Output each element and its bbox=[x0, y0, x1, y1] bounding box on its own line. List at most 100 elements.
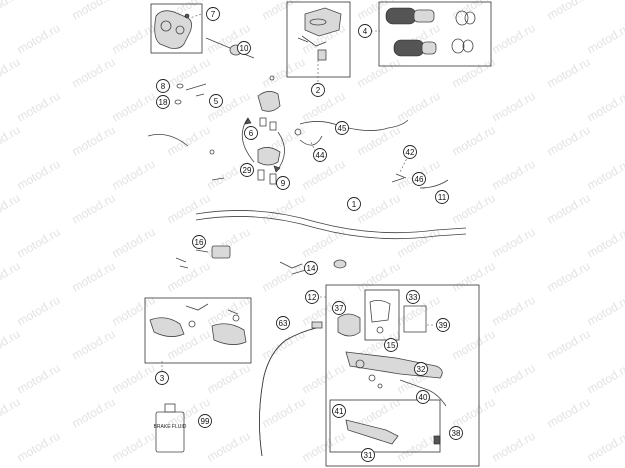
callout-16: 16 bbox=[192, 235, 206, 249]
callout-circle bbox=[416, 390, 430, 404]
watermark-text: motod.ru bbox=[0, 395, 23, 431]
callout-circle bbox=[406, 290, 420, 304]
callout-label: 38 bbox=[452, 429, 461, 438]
watermark-text: motod.ru bbox=[300, 157, 348, 193]
callout-46: 46 bbox=[412, 172, 426, 186]
watermark-text: motod.ru bbox=[0, 191, 23, 227]
watermark-text: motod.ru bbox=[300, 361, 348, 397]
callout-label: 7 bbox=[211, 10, 216, 19]
callout-circle bbox=[358, 24, 372, 38]
watermark-text: motod.ru bbox=[260, 55, 308, 91]
callout-circle bbox=[384, 338, 398, 352]
watermark-text: motod.ru bbox=[0, 55, 23, 91]
caliper-group-box bbox=[150, 3, 203, 54]
callout-8: 8 bbox=[156, 79, 170, 93]
callout-41: 41 bbox=[332, 404, 346, 418]
watermark-text: motod.ru bbox=[205, 429, 253, 465]
callout-circle bbox=[412, 172, 426, 186]
handlebar-grips-part bbox=[385, 7, 476, 57]
watermark-text: motod.ru bbox=[395, 429, 443, 465]
callout-circle bbox=[206, 7, 220, 21]
watermark-text: motod.ru bbox=[545, 327, 593, 363]
callout-circle bbox=[209, 94, 223, 108]
watermark-text: motod.ru bbox=[15, 157, 63, 193]
callout-label: 40 bbox=[419, 393, 428, 402]
callout-label: 42 bbox=[406, 148, 415, 157]
callout-99: 99 bbox=[198, 414, 212, 428]
callout-9: 9 bbox=[276, 176, 290, 190]
watermark-text: motod.ru bbox=[70, 259, 118, 295]
watermark-text: motod.ru bbox=[585, 361, 625, 397]
watermark-text: motod.ru bbox=[15, 361, 63, 397]
master-cylinder-part bbox=[337, 300, 447, 445]
callout-circle bbox=[276, 176, 290, 190]
clutch-master-cylinder-box bbox=[325, 284, 480, 467]
brake-fluid-bottle-part: BRAKE FLUID bbox=[154, 403, 187, 453]
callout-5: 5 bbox=[209, 94, 223, 108]
lever-box bbox=[329, 399, 441, 453]
watermark-text: motod.ru bbox=[355, 259, 403, 295]
watermark-text: motod.ru bbox=[15, 429, 63, 465]
callout-label: 15 bbox=[387, 341, 396, 350]
callout-circle bbox=[332, 301, 346, 315]
callout-circle bbox=[156, 95, 170, 109]
callout-label: 63 bbox=[279, 319, 288, 328]
watermark-text: motod.ru bbox=[490, 157, 538, 193]
callout-label: 4 bbox=[363, 27, 368, 36]
watermark-text: motod.ru bbox=[70, 123, 118, 159]
handlebar-clamp-part bbox=[279, 259, 347, 275]
callout-label: 45 bbox=[338, 124, 347, 133]
master-cylinder-cover-box bbox=[286, 1, 351, 78]
callout-circle bbox=[414, 362, 428, 376]
callout-12: 12 bbox=[305, 290, 319, 304]
watermark-text: motod.ru bbox=[450, 327, 498, 363]
watermark-text: motod.ru bbox=[490, 429, 538, 465]
watermark-text: motod.ru bbox=[15, 225, 63, 261]
callout-circle bbox=[237, 41, 251, 55]
watermark-text: motod.ru bbox=[450, 123, 498, 159]
callout-circle bbox=[435, 190, 449, 204]
callout-11: 11 bbox=[435, 190, 449, 204]
watermark-text: motod.ru bbox=[110, 157, 158, 193]
callout-45: 45 bbox=[335, 121, 349, 135]
callout-6: 6 bbox=[244, 126, 258, 140]
watermark-text: motod.ru bbox=[545, 259, 593, 295]
callout-label: 12 bbox=[308, 293, 317, 302]
watermark-text: motod.ru bbox=[0, 327, 23, 363]
callout-layer: 1234567891011121415161829313233373839404… bbox=[155, 7, 463, 462]
watermark-text: motod.ru bbox=[15, 21, 63, 57]
watermark-text: motod.ru bbox=[490, 21, 538, 57]
watermark-text: motod.ru bbox=[395, 89, 443, 125]
watermark-text: motod.ru bbox=[260, 191, 308, 227]
cable-adjuster-part bbox=[391, 173, 449, 189]
callout-circle bbox=[335, 121, 349, 135]
watermark-text: motod.ru bbox=[585, 225, 625, 261]
callout-circle bbox=[311, 83, 325, 97]
callout-label: 16 bbox=[195, 238, 204, 247]
watermark-text: motod.ru bbox=[70, 55, 118, 91]
wiring-bits-part bbox=[147, 133, 225, 181]
callout-label: 32 bbox=[417, 365, 426, 374]
callout-circle bbox=[347, 197, 361, 211]
callout-label: 44 bbox=[316, 151, 325, 160]
callout-circle bbox=[332, 404, 346, 418]
callout-42: 42 bbox=[403, 145, 417, 159]
watermark-text: motod.ru bbox=[165, 259, 213, 295]
callout-label: 8 bbox=[161, 82, 166, 91]
callout-63: 63 bbox=[276, 316, 290, 330]
watermark-text: motod.ru bbox=[110, 21, 158, 57]
watermark-text: motod.ru bbox=[450, 395, 498, 431]
watermark-text: motod.ru bbox=[545, 0, 593, 23]
watermark-text: motod.ru bbox=[585, 293, 625, 329]
callout-circle bbox=[304, 261, 318, 275]
watermark-text: motod.ru bbox=[70, 0, 118, 23]
switch-housing-part bbox=[241, 91, 285, 185]
callout-label: 5 bbox=[214, 97, 219, 106]
callout-1: 1 bbox=[347, 197, 361, 211]
watermark-text: motod.ru bbox=[110, 429, 158, 465]
watermark-text: motod.ru bbox=[490, 225, 538, 261]
callout-label: 11 bbox=[438, 193, 447, 202]
callout-3: 3 bbox=[155, 371, 169, 385]
callout-circle bbox=[403, 145, 417, 159]
